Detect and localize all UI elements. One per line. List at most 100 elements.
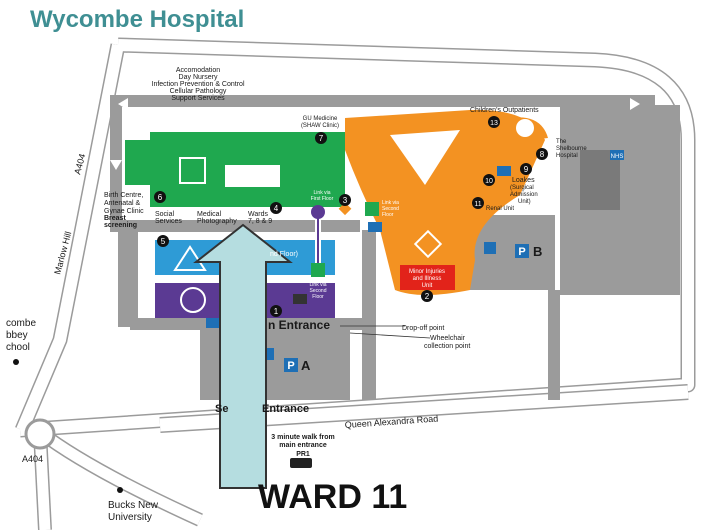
wycombe-abbey-line3: chool — [6, 342, 30, 353]
green-link-block — [300, 185, 345, 207]
north-services-line2: Day Nursery — [179, 74, 218, 81]
disabled-parking-b-icon — [484, 242, 496, 254]
walk-note-line2: main entrance — [279, 442, 327, 449]
birth-centre-line3: Gynae Clinic — [104, 208, 144, 215]
svg-text:7: 7 — [319, 134, 324, 143]
north-services-line4: Cellular Pathology — [170, 88, 227, 95]
east-internal-road — [548, 290, 560, 400]
bicycle-parking-icon-3 — [497, 166, 511, 176]
second-entrance-part2: Entrance — [262, 403, 309, 415]
link-first-floor-node — [311, 205, 325, 219]
gu-medicine-line1: GU Medicine — [303, 116, 338, 122]
central-internal-road — [362, 230, 376, 400]
svg-text:11: 11 — [474, 201, 481, 208]
breast-screening-line2: screening — [104, 222, 137, 229]
renal-unit-label: Renal Unit — [486, 206, 514, 212]
medical-photography-line1: Medical — [197, 211, 222, 218]
parking-a-label: A — [301, 358, 311, 373]
link-second-floor-top-line3: Floor — [382, 212, 394, 218]
shelbourne-line3: Hospital — [556, 153, 578, 159]
wheelchair-line1: Wheelchair — [430, 335, 466, 342]
second-entrance-part1: Se — [215, 403, 228, 415]
breast-screening-line1: Breast — [104, 215, 126, 222]
blue-building-label: nd Floor) — [270, 251, 298, 258]
orange-link-node — [338, 202, 352, 216]
svg-text:3: 3 — [343, 196, 348, 205]
bus-icon — [290, 458, 312, 468]
arrow-west-icon — [118, 98, 128, 110]
road-label-a404-top: A404 — [72, 153, 87, 176]
shelbourne-line2: Shelbourne — [556, 146, 587, 152]
childrens-outpatients-label: Children's Outpatients — [470, 107, 539, 114]
wards-line2: 7, 8 & 9 — [248, 218, 272, 225]
arrow-south-icon — [110, 160, 122, 170]
svg-text:13: 13 — [490, 120, 498, 127]
orange-building-courtyard — [390, 130, 460, 185]
main-entrance-label: n Entrance — [268, 318, 330, 332]
link-second-floor-top-node — [365, 202, 379, 216]
parking-sign-b — [515, 244, 529, 258]
loakes-line1: Loakes — [512, 177, 535, 184]
university-dot — [117, 487, 123, 493]
green-building-wing — [125, 140, 153, 185]
pr1-label: PR1 — [296, 451, 310, 458]
parking-sign-b-letter: P — [518, 246, 525, 258]
loakes-line3: Admission — [510, 192, 538, 198]
north-internal-road — [110, 95, 655, 107]
marker-8: 8 — [536, 148, 548, 160]
marker-10: 10 — [483, 174, 495, 186]
wycombe-abbey-line1: combe — [6, 318, 36, 329]
social-services-line1: Social — [155, 211, 175, 218]
parking-sign-a-letter: P — [287, 360, 294, 372]
social-services-line2: Services — [155, 218, 182, 225]
link-second-floor-mid-line2: Second — [310, 288, 327, 294]
link-second-floor-top-line1: Link via — [382, 200, 399, 206]
green-building-courtyard — [225, 165, 280, 187]
svg-text:4: 4 — [274, 204, 279, 213]
marker-7: 7 — [315, 132, 327, 144]
blue-building-triangle — [173, 245, 207, 271]
marker-3: 3 — [339, 194, 351, 206]
green-building-square — [179, 157, 206, 184]
bicycle-parking-icon-2 — [368, 222, 382, 232]
minor-injuries-line2: and Illness — [413, 276, 442, 282]
svg-text:10: 10 — [485, 178, 493, 185]
southwest-internal-road — [118, 232, 138, 327]
link-second-floor-node — [311, 263, 325, 277]
wheelchair-line2: collection point — [424, 343, 470, 350]
link-first-floor-line1: Link via — [314, 190, 331, 196]
roundabout — [24, 418, 56, 450]
wards-line1: Wards — [248, 211, 268, 218]
north-services-line3: Infection Prevention & Control — [152, 81, 245, 88]
university-line1: Bucks New — [108, 500, 159, 511]
nhs-badge — [610, 150, 624, 160]
orange-building-diamond — [413, 229, 443, 259]
nhs-badge-label: NHS — [611, 154, 624, 160]
birth-centre-line1: Birth Centre, — [104, 192, 143, 199]
shelbourne-line1: The — [556, 139, 567, 145]
page-title: Wycombe Hospital — [30, 6, 245, 33]
medical-photography-line2: Photography — [197, 218, 237, 225]
drop-off-label: Drop-off point — [402, 325, 444, 332]
svg-text:2: 2 — [425, 292, 430, 301]
orange-building — [345, 109, 545, 295]
marker-13: 13 — [488, 116, 500, 128]
walk-note-line1: 3 minute walk from — [271, 434, 334, 441]
birth-centre-line2: Antenatal & — [104, 200, 141, 207]
parking-sign-a — [284, 358, 298, 372]
bicycle-parking-icon-4 — [293, 294, 307, 304]
wycombe-abbey-dot — [13, 359, 19, 365]
bicycle-parking-icon — [206, 318, 220, 328]
marker-11: 11 — [472, 197, 484, 209]
marker-4: 4 — [270, 202, 282, 214]
link-second-floor-mid-line1: Link via — [310, 282, 327, 288]
link-second-floor-mid-line3: Floor — [312, 294, 324, 300]
mid-internal-road — [110, 220, 360, 232]
marker-9: 9 — [520, 163, 532, 175]
marker-6: 6 — [154, 191, 166, 203]
north-services-line1: Accomodation — [176, 67, 220, 74]
link-second-floor-top-line2: Second — [382, 206, 399, 212]
university-line2: University — [108, 512, 152, 523]
minor-injuries-line3: Unit — [422, 283, 433, 289]
